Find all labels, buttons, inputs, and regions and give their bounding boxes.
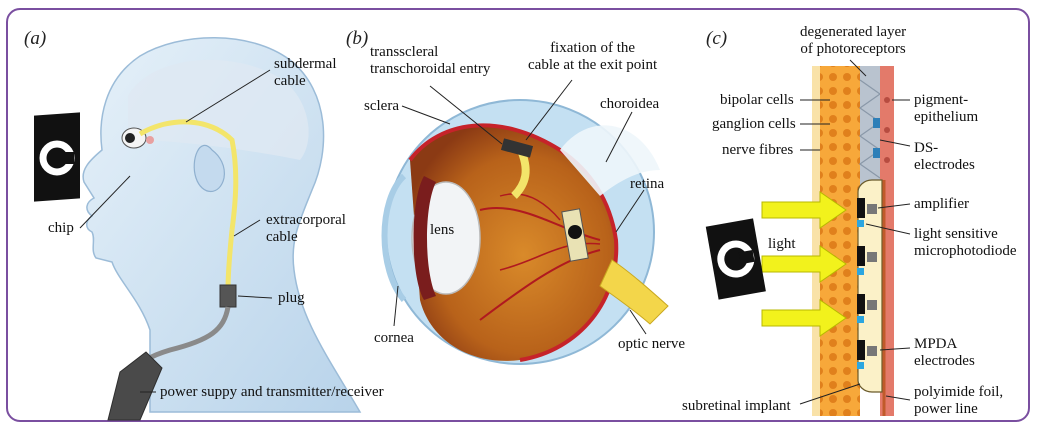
panel-a-letter: (a)	[24, 28, 46, 50]
panel-c-letter: (c)	[706, 28, 727, 50]
label-degenerated-layer: degenerated layer of photoreceptors	[800, 24, 906, 58]
label-amplifier: amplifier	[914, 196, 969, 213]
panel-b-art	[385, 80, 669, 364]
right-arrow-icon	[762, 192, 846, 336]
landolt-c-icon	[706, 218, 766, 299]
label-chip: chip	[48, 220, 74, 237]
label-mpda-electrodes: MPDA electrodes	[914, 336, 975, 370]
label-choroidea: choroidea	[600, 96, 659, 113]
label-polyimide-foil: polyimide foil, power line	[914, 384, 1003, 418]
retina-layers	[820, 66, 860, 416]
label-bipolar-cells: bipolar cells	[720, 92, 794, 109]
label-plug: plug	[278, 290, 305, 307]
label-ganglion-cells: ganglion cells	[712, 116, 796, 133]
label-optic-nerve: optic nerve	[618, 336, 685, 353]
label-power-supply: power suppy and transmitter/receiver	[160, 384, 384, 401]
label-nerve-fibres: nerve fibres	[722, 142, 793, 159]
label-extracorporal-cable: extracorporal cable	[266, 212, 346, 246]
label-cornea: cornea	[374, 330, 414, 347]
label-fixation: fixation of the cable at the exit point	[528, 40, 657, 74]
label-retina: retina	[630, 176, 664, 193]
plug	[220, 285, 236, 307]
label-ds-electrodes: DS- electrodes	[914, 140, 975, 174]
label-lens: lens	[430, 222, 454, 239]
panel-b-letter: (b)	[346, 28, 368, 50]
label-subretinal-implant: subretinal implant	[682, 398, 791, 415]
label-light-sensitive-microphotodiode: light sensitive microphotodiode	[914, 226, 1016, 260]
panel-c-art	[706, 60, 910, 416]
label-sclera: sclera	[364, 98, 399, 115]
label-subdermal-cable: subdermal cable	[274, 56, 336, 90]
label-transscleral-entry: transscleral transchoroidal entry	[370, 44, 490, 78]
label-pigment-epithelium: pigment- epithelium	[914, 92, 978, 126]
label-light: light	[768, 236, 796, 253]
